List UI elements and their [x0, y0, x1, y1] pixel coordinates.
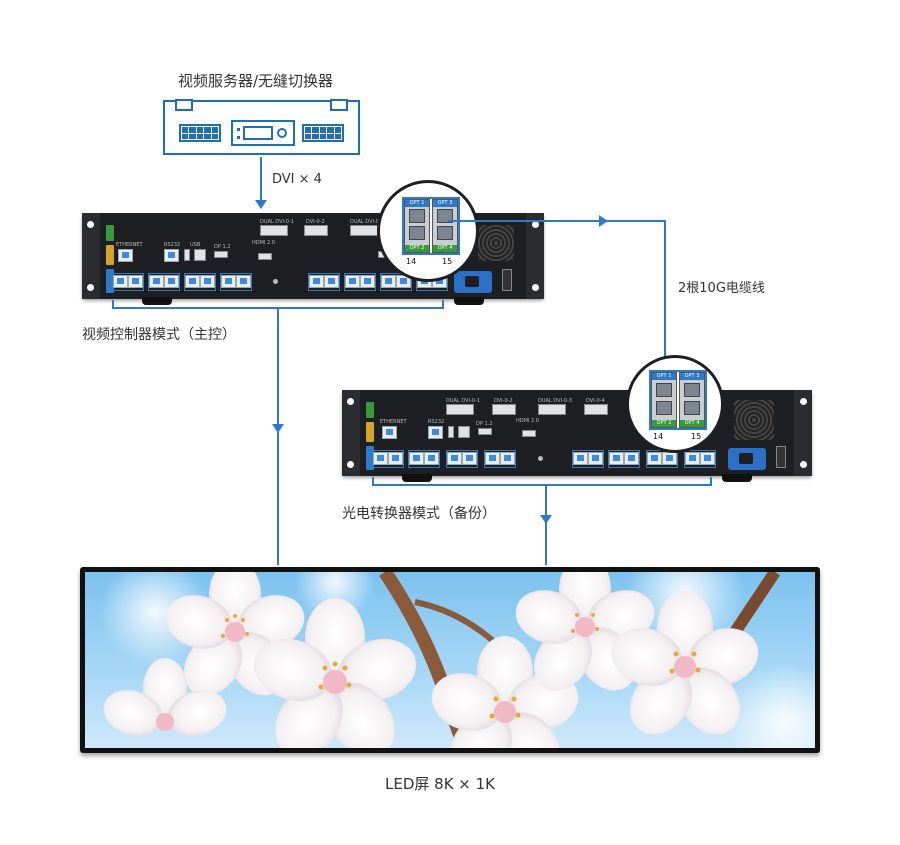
main-to-led-line: [277, 309, 279, 565]
fiber-line-horizontal: [448, 220, 666, 222]
cherry-blossom-image: [85, 572, 815, 748]
dvi-arrow-icon: [255, 200, 267, 209]
dvi-connector-line: [260, 157, 262, 205]
power-socket-icon: [728, 448, 766, 470]
led-screen-label: LED屏 8K × 1K: [385, 775, 496, 793]
backup-to-led-line: [545, 486, 547, 565]
opt-port-magnifier-main: OPT 1 OPT 2 OPT 3 OPT 4 14 15: [377, 180, 479, 282]
led-screen: [80, 567, 820, 753]
backup-converter-device: DUAL DVI-0-1 DVI-0-2 DUAL DVI-0-3 DVI-0-…: [342, 390, 812, 482]
power-socket-icon: [454, 271, 492, 293]
server-icon: [163, 99, 360, 155]
server-title: 视频服务器/无缝切换器: [178, 72, 334, 90]
fan-icon: [478, 225, 514, 261]
main-arrow-icon: [272, 424, 284, 433]
main-controller-label: 视频控制器模式（主控）: [82, 327, 236, 343]
backup-converter-label: 光电转换器模式（备份）: [342, 506, 496, 522]
opt-port-magnifier-backup: OPT 1 OPT 2 OPT 3 OPT 4 14 15: [626, 355, 724, 453]
dvi-link-label: DVI × 4: [272, 172, 322, 187]
fiber-link-label: 2根10G电缆线: [678, 281, 765, 296]
fiber-arrow-icon: [599, 215, 608, 227]
fan-icon: [734, 400, 774, 440]
main-output-bus-line: [112, 307, 444, 309]
backup-output-bus-line: [372, 484, 712, 486]
backup-arrow-icon: [540, 515, 552, 524]
fiber-line-vertical: [664, 220, 666, 382]
